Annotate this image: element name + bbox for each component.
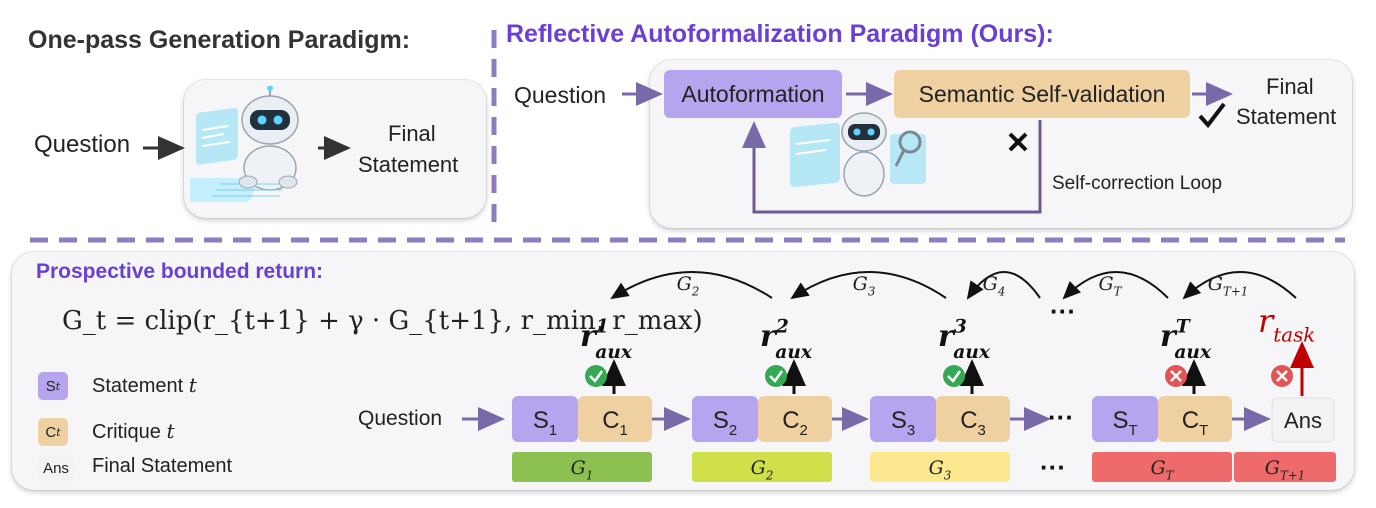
- return-bar-4: [1092, 452, 1232, 482]
- ellipsis-row: ···: [1048, 402, 1074, 432]
- return-bar-1: [512, 452, 652, 482]
- critique-box-3: [936, 396, 1010, 442]
- statement-label-1: S1: [533, 407, 557, 439]
- return-arc-3: [966, 271, 1041, 300]
- return-arc-1: [610, 271, 773, 300]
- return-arc-5: [1182, 271, 1297, 300]
- self-correction-loop-label: Self-correction Loop: [1052, 173, 1223, 194]
- check-icon: [765, 365, 787, 387]
- return-bar-2: [692, 452, 832, 482]
- legend-label-3: Final Statement: [92, 455, 233, 477]
- reflective-final-line1: Final: [1266, 74, 1314, 99]
- legend-key-3: Ans: [38, 454, 74, 482]
- return-bar-final: [1234, 452, 1336, 482]
- reflective-question-label: Question: [514, 82, 607, 108]
- return-label-1: G1: [571, 457, 594, 483]
- critique-label-3: C3: [960, 407, 986, 439]
- check-icon: [585, 365, 607, 387]
- task-reward: rtask: [1258, 302, 1315, 347]
- statement-label-2: S2: [713, 407, 737, 439]
- statement-box-4: [1092, 396, 1158, 442]
- reflective-heading: Reflective Autoformalization Paradigm (O…: [506, 20, 1054, 48]
- bottom-question-label: Question: [358, 407, 443, 430]
- one-pass-question-label: Question: [34, 131, 131, 158]
- one-pass-arrows: [143, 136, 351, 160]
- return-formula: G_t = clip(r_{t+1} + γ · G_{t+1}, r_min,…: [62, 306, 703, 336]
- critique-label-1: C1: [602, 407, 628, 439]
- return-arc-2: [790, 271, 947, 300]
- critique-box-1: [578, 396, 652, 442]
- return-label-final: GT+1: [1265, 457, 1305, 483]
- statement-box-3: [870, 396, 936, 442]
- self-correction-loop-arrow: [742, 120, 1042, 214]
- statement-label-3: S3: [891, 407, 915, 439]
- one-pass-final-line1: Final: [388, 121, 436, 146]
- return-arc-label-5: GT+1: [1208, 273, 1248, 299]
- return-arc-label-4: GT: [1098, 273, 1122, 299]
- return-bar-3: [870, 452, 1010, 482]
- check-mark: [947, 370, 962, 383]
- statement-box-1: [512, 396, 578, 442]
- cross-mark: [1276, 370, 1288, 382]
- bounded-return-heading: Prospective bounded return:: [36, 260, 324, 283]
- check-mark-icon: [1198, 102, 1226, 129]
- check-icon: [943, 365, 965, 387]
- semantic-self-validation-box: Semantic Self-validation: [894, 70, 1190, 118]
- answer-box: [1271, 397, 1335, 443]
- legend-label-2: Critique t: [92, 419, 175, 443]
- return-arc-label-3: G4: [983, 273, 1006, 299]
- critique-label-4: CT: [1182, 407, 1208, 439]
- answer-label: Ans: [1284, 408, 1322, 433]
- critique-box-4: [1158, 396, 1232, 442]
- return-label-4: GT: [1150, 457, 1174, 483]
- return-arc-4: [1062, 271, 1169, 300]
- statement-box-2: [692, 396, 758, 442]
- ellipsis-bars: ···: [1040, 452, 1066, 482]
- one-pass-heading: One-pass Generation Paradigm:: [28, 26, 411, 54]
- return-label-2: G2: [751, 457, 774, 483]
- reflective-flow-arrows: [622, 82, 1233, 214]
- return-arc-label-1: G2: [677, 273, 700, 299]
- bounded-return-panel: [12, 252, 1354, 490]
- return-label-3: G3: [929, 457, 952, 483]
- legend-label-1: Statement t: [92, 373, 197, 397]
- return-arc-label-2: G3: [853, 273, 876, 299]
- critique-box-2: [758, 396, 832, 442]
- cross-mark-icon: [1008, 132, 1028, 152]
- critique-label-2: C2: [782, 407, 808, 439]
- cross-mark: [1170, 370, 1182, 382]
- robot-inspecting-illustration: [790, 112, 926, 197]
- check-mark: [589, 370, 604, 383]
- statement-label-4: ST: [1112, 407, 1137, 439]
- reflective-final-line2: Statement: [1236, 104, 1337, 129]
- autoformation-box: Autoformation: [664, 70, 842, 118]
- check-mark: [769, 370, 784, 383]
- one-pass-final-line2: Statement: [358, 152, 459, 177]
- ellipsis-rewards: ···: [1050, 296, 1076, 326]
- robot-typing-illustration: [190, 86, 299, 202]
